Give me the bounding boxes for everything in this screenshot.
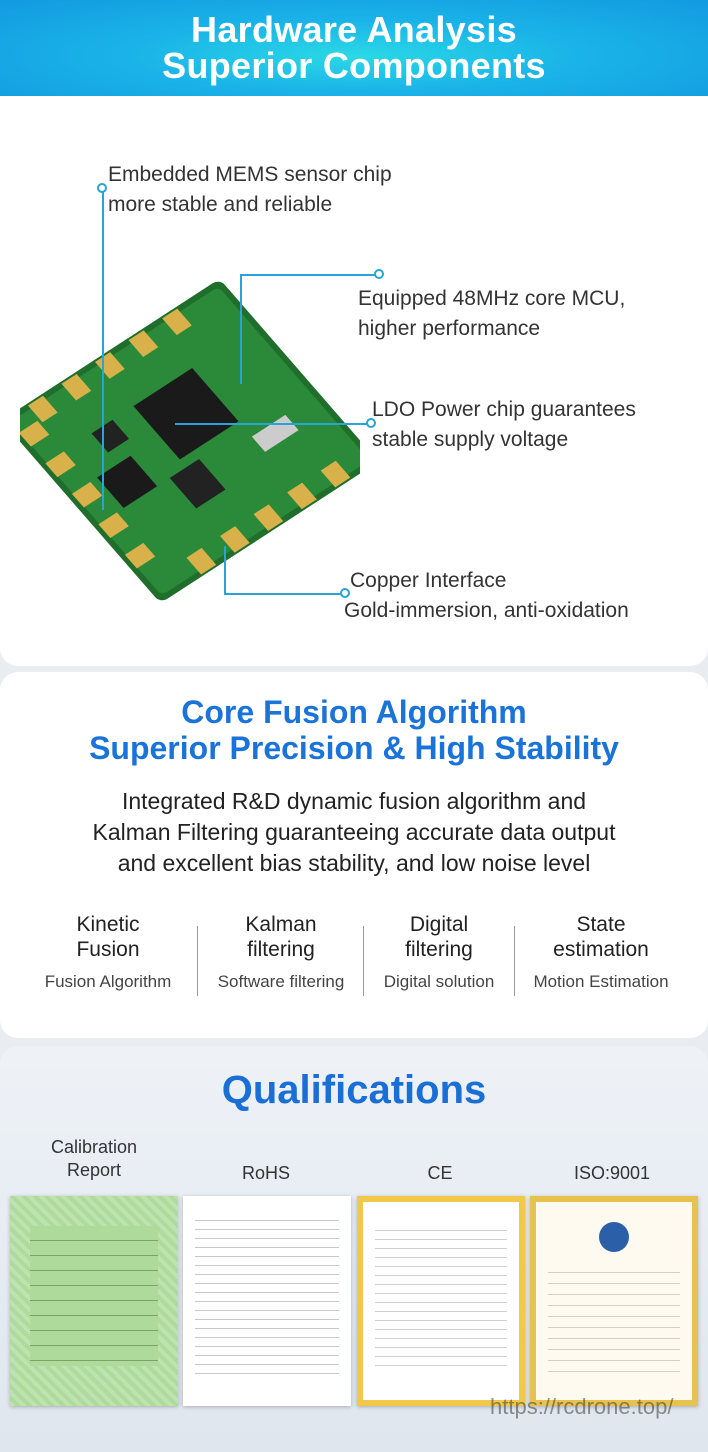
callout-text: Equipped 48MHz core MCU, <box>358 287 626 310</box>
feature-title: filtering <box>405 938 473 961</box>
pcb-module-image <box>20 281 360 601</box>
algorithm-description: Integrated R&D dynamic fusion algorithm … <box>0 786 708 879</box>
cert-label-ce: CE <box>427 1163 453 1183</box>
divider <box>197 926 198 996</box>
cert-label-rohs: RoHS <box>241 1163 290 1183</box>
callout-mems: Embedded MEMS sensor chip more stable and… <box>108 160 392 220</box>
algorithm-card: Core Fusion Algorithm Superior Precision… <box>0 672 708 1038</box>
cert-label: Calibration <box>50 1137 138 1157</box>
callout-text: Copper Interface <box>350 569 507 592</box>
cert-label: Report <box>66 1160 122 1180</box>
ce-certificate-image <box>357 1196 525 1406</box>
feature-subtitle: Fusion Algorithm <box>44 972 172 991</box>
callout-text: higher performance <box>358 317 541 340</box>
desc-line: Kalman Filtering guaranteeing accurate d… <box>92 819 616 845</box>
feature-subtitle: Motion Estimation <box>533 972 669 991</box>
feature-subtitle: Software filtering <box>217 972 345 991</box>
callout-text: Gold-immersion, anti-oxidation <box>344 599 629 622</box>
hardware-card: Embedded MEMS sensor chip more stable and… <box>0 96 708 666</box>
feature-title: Fusion <box>76 938 140 961</box>
feature-title: Kalman <box>245 913 317 936</box>
iso9001-certificate-image <box>530 1196 698 1406</box>
callout-text: stable supply voltage <box>372 428 569 451</box>
feature-title: filtering <box>247 938 315 961</box>
feature-title: State <box>576 913 626 936</box>
callout-dot <box>366 418 376 428</box>
cert-label-iso: ISO:9001 <box>573 1163 651 1183</box>
callout-dot <box>374 269 384 279</box>
calibration-certificate-image <box>10 1196 178 1406</box>
callout-text: Embedded MEMS sensor chip <box>108 163 392 186</box>
feature-subtitle: Digital solution <box>383 972 495 991</box>
feature-title: Digital <box>409 913 469 936</box>
watermark: https://rcdrone.top/ <box>490 1394 674 1419</box>
divider <box>514 926 515 996</box>
callout-ldo: LDO Power chip guarantees stable supply v… <box>372 395 636 455</box>
callout-dot <box>340 588 350 598</box>
algorithm-title-2: Superior Precision & High Stability <box>89 730 619 766</box>
feature-title: Kinetic <box>76 913 140 936</box>
callout-dot <box>97 183 107 193</box>
qualifications-title: Qualifications <box>221 1068 487 1112</box>
banner-title-line2: Superior Components <box>162 45 546 86</box>
callout-mcu: Equipped 48MHz core MCU, higher performan… <box>358 284 625 344</box>
rohs-certificate-image <box>183 1196 351 1406</box>
banner-title-line1: Hardware Analysis <box>191 9 517 50</box>
desc-line: Integrated R&D dynamic fusion algorithm … <box>121 788 587 814</box>
feature-title: estimation <box>553 938 649 961</box>
divider <box>363 926 364 996</box>
desc-line: and excellent bias stability, and low no… <box>117 850 591 876</box>
callout-text: LDO Power chip guarantees <box>372 398 636 421</box>
callout-text: more stable and reliable <box>108 193 333 216</box>
algorithm-title-1: Core Fusion Algorithm <box>181 694 527 730</box>
header-banner: Hardware Analysis Superior Components <box>0 0 708 102</box>
